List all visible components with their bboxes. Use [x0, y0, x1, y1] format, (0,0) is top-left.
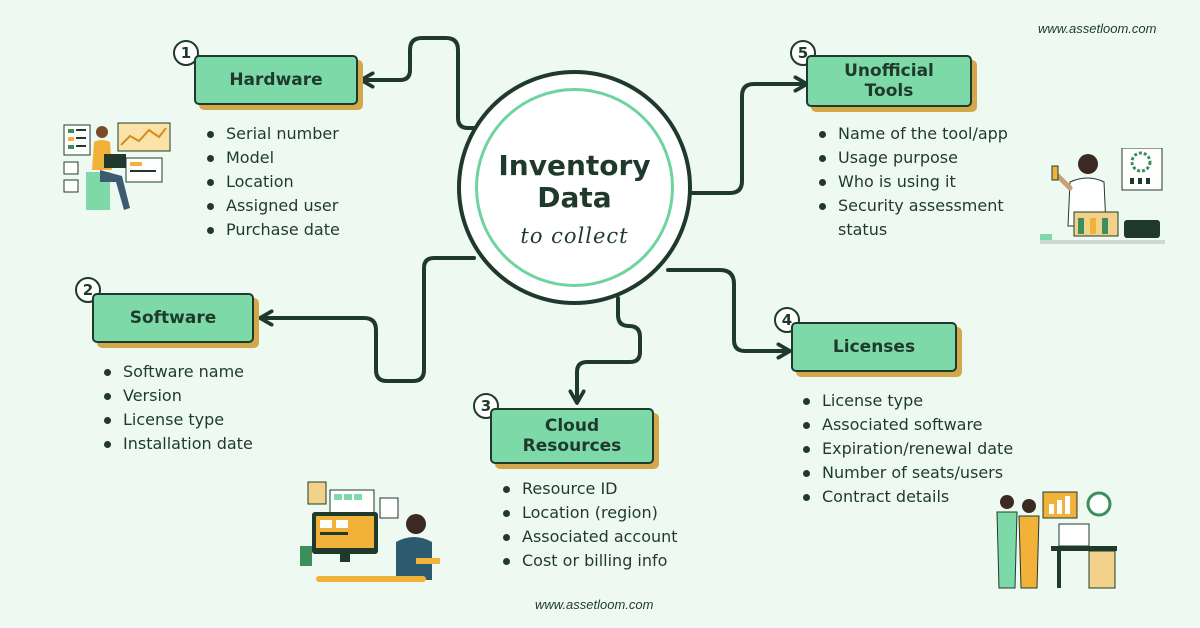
connector-tools [688, 84, 802, 195]
list-item: Version [101, 384, 253, 408]
inventory-data-hub: Inventory Data to collect [457, 70, 692, 305]
list-item: Location [204, 170, 340, 194]
website-url-bottom[interactable]: www.assetloom.com [535, 597, 654, 612]
cloud-resources-list: Resource ID Location (region) Associated… [500, 477, 678, 573]
tools-title-line2: Tools [864, 81, 914, 101]
connector-hardware [366, 36, 482, 130]
list-item: Name of the tool/app [816, 122, 1008, 146]
unofficial-tools-list: Name of the tool/app Usage purpose Who i… [816, 122, 1008, 242]
list-item-continuation: status [838, 220, 888, 239]
hub-inner-ring [475, 88, 674, 287]
hardware-box: Hardware [194, 55, 358, 105]
hub-title-line1: Inventory [498, 149, 651, 182]
list-item: Contract details [800, 485, 1013, 509]
list-item: Location (region) [500, 501, 678, 525]
step-number-2: 2 [75, 277, 101, 303]
unofficial-tools-box: Unofficial Tools [806, 55, 972, 107]
cloud-title-line1: Cloud [544, 416, 600, 436]
connector-licenses [666, 268, 785, 351]
hardware-title: Hardware [229, 70, 323, 90]
software-list: Software name Version License type Insta… [101, 360, 253, 456]
hub-title-line2: Data [537, 181, 612, 214]
list-item: Model [204, 146, 340, 170]
list-item: Assigned user [204, 194, 340, 218]
unofficial-tools-illustration [1040, 148, 1165, 244]
list-item: Resource ID [500, 477, 678, 501]
software-box: Software [92, 293, 254, 343]
list-item: Who is using it [816, 170, 1008, 194]
list-item: Serial number [204, 122, 340, 146]
licenses-illustration [996, 491, 1117, 589]
licenses-box: Licenses [791, 322, 957, 372]
list-item: Usage purpose [816, 146, 1008, 170]
list-item: Security assessment [816, 194, 1008, 218]
website-url-top[interactable]: www.assetloom.com [1038, 21, 1157, 36]
list-item: Purchase date [204, 218, 340, 242]
list-item: License type [101, 408, 253, 432]
cloud-title-line2: Resources [522, 436, 622, 456]
step-number-5: 5 [790, 40, 816, 66]
connector-cloud [577, 296, 642, 398]
list-item: Cost or billing info [500, 549, 678, 573]
hardware-illustration [63, 122, 171, 210]
software-illustration [300, 481, 440, 582]
tools-title-line1: Unofficial [844, 61, 934, 81]
list-item: License type [800, 389, 1013, 413]
cloud-resources-box: Cloud Resources [490, 408, 654, 464]
list-item: Software name [101, 360, 253, 384]
list-item: Associated account [500, 525, 678, 549]
list-item: Number of seats/users [800, 461, 1013, 485]
list-item: Expiration/renewal date [800, 437, 1013, 461]
licenses-list: License type Associated software Expirat… [800, 389, 1013, 509]
list-item: Installation date [101, 432, 253, 456]
hardware-list: Serial number Model Location Assigned us… [204, 122, 340, 242]
connector-software [265, 256, 476, 383]
list-item: Associated software [800, 413, 1013, 437]
hub-subtitle: to collect [520, 224, 629, 248]
software-title: Software [129, 308, 217, 328]
licenses-title: Licenses [832, 337, 916, 357]
hub-title: Inventory Data [461, 150, 688, 214]
